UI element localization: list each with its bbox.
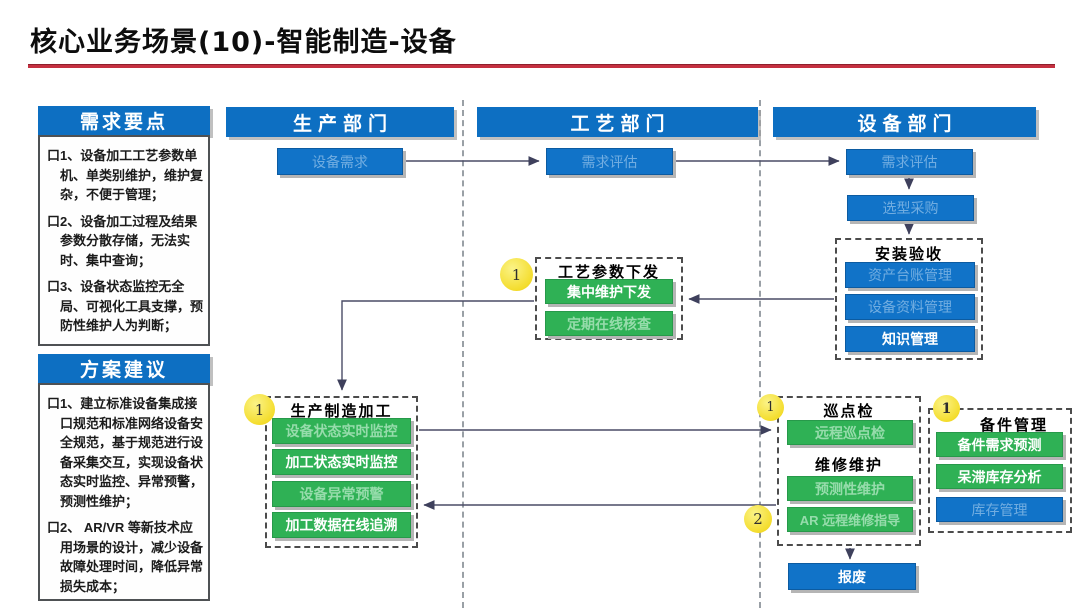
group-label-production-processing: 生产制造加工	[290, 403, 393, 420]
requirement-item: 口3、设备状态监控无全局、可视化工具支撑，预防性维护人为判断；	[47, 279, 204, 333]
badge-maintenance: 2	[744, 505, 772, 533]
node-asset-ledger[interactable]: 资产台账管理	[845, 262, 975, 288]
proposal-item: 口2、 AR/VR 等新技术应用场景的设计，减少设备故障处理时间，降低异常损失成…	[47, 520, 204, 594]
lane-separator	[462, 100, 464, 608]
node-remote-inspection[interactable]: 远程巡点检	[787, 420, 913, 445]
proposal-item: 口1、建立标准设备集成接口规范和标准网络设备安全规范，基于规范进行设备采集交互，…	[47, 396, 204, 509]
proposal-panel: 口1、建立标准设备集成接口规范和标准网络设备安全规范，基于规范进行设备采集交互，…	[38, 383, 210, 601]
node-inventory-mgmt[interactable]: 库存管理	[936, 497, 1063, 522]
node-scrap[interactable]: 报废	[788, 563, 916, 590]
node-spare-demand-forecast[interactable]: 备件需求预测	[936, 432, 1063, 457]
proposal-panel-header: 方案建议	[38, 354, 210, 383]
node-knowledge-mgmt[interactable]: 知识管理	[845, 326, 975, 352]
requirement-item: 口1、设备加工工艺参数单机、单类别维护，维护复杂，不便于管理；	[47, 148, 204, 202]
node-periodic-online-check[interactable]: 定期在线核查	[545, 311, 673, 336]
lane-header-equipment: 设备部门	[773, 107, 1036, 137]
node-demand-evaluation-process[interactable]: 需求评估	[546, 148, 673, 175]
node-equipment-docs[interactable]: 设备资料管理	[845, 294, 975, 320]
group-label-param-issue: 工艺参数下发	[557, 264, 660, 281]
badge-param-issue: 1	[500, 258, 533, 291]
lane-separator	[759, 100, 761, 608]
arrow-paramissue-to-production	[337, 300, 534, 391]
node-process-data-trace[interactable]: 加工数据在线追溯	[272, 512, 411, 538]
node-equip-alarm[interactable]: 设备异常预警	[272, 481, 411, 507]
requirements-panel: 口1、设备加工工艺参数单机、单类别维护，维护复杂，不便于管理； 口2、设备加工过…	[38, 135, 210, 346]
page-title: 核心业务场景(10)-智能制造-设备	[30, 27, 457, 58]
node-demand-evaluation-equipment[interactable]: 需求评估	[846, 149, 973, 175]
node-selection-procurement[interactable]: 选型采购	[847, 195, 974, 221]
group-label-inspection: 巡点检	[823, 403, 875, 420]
lane-header-production: 生产部门	[226, 107, 454, 137]
node-stagnant-inventory[interactable]: 呆滞库存分析	[936, 464, 1063, 489]
node-equip-status-monitor[interactable]: 设备状态实时监控	[272, 418, 411, 444]
group-label-spare-parts: 备件管理	[979, 417, 1048, 434]
group-label-maintenance: 维修维护	[814, 457, 883, 474]
requirements-panel-header: 需求要点	[38, 106, 210, 135]
title-underline	[28, 64, 1055, 68]
node-equipment-demand[interactable]: 设备需求	[277, 148, 403, 175]
group-label-install-acceptance: 安装验收	[874, 246, 943, 263]
node-central-maintain-issue[interactable]: 集中维护下发	[545, 279, 673, 304]
node-predictive-maintenance[interactable]: 预测性维护	[787, 476, 913, 501]
node-process-status-monitor[interactable]: 加工状态实时监控	[272, 449, 411, 475]
node-ar-remote-guidance[interactable]: AR 远程维修指导	[787, 507, 913, 532]
badge-inspection: 1	[757, 394, 784, 421]
requirement-item: 口2、设备加工过程及结果参数分散存储，无法实时、集中查询；	[47, 213, 198, 268]
badge-production: 1	[244, 394, 275, 425]
lane-header-process: 工艺部门	[477, 107, 758, 137]
badge-spare-parts: 1	[933, 395, 960, 422]
